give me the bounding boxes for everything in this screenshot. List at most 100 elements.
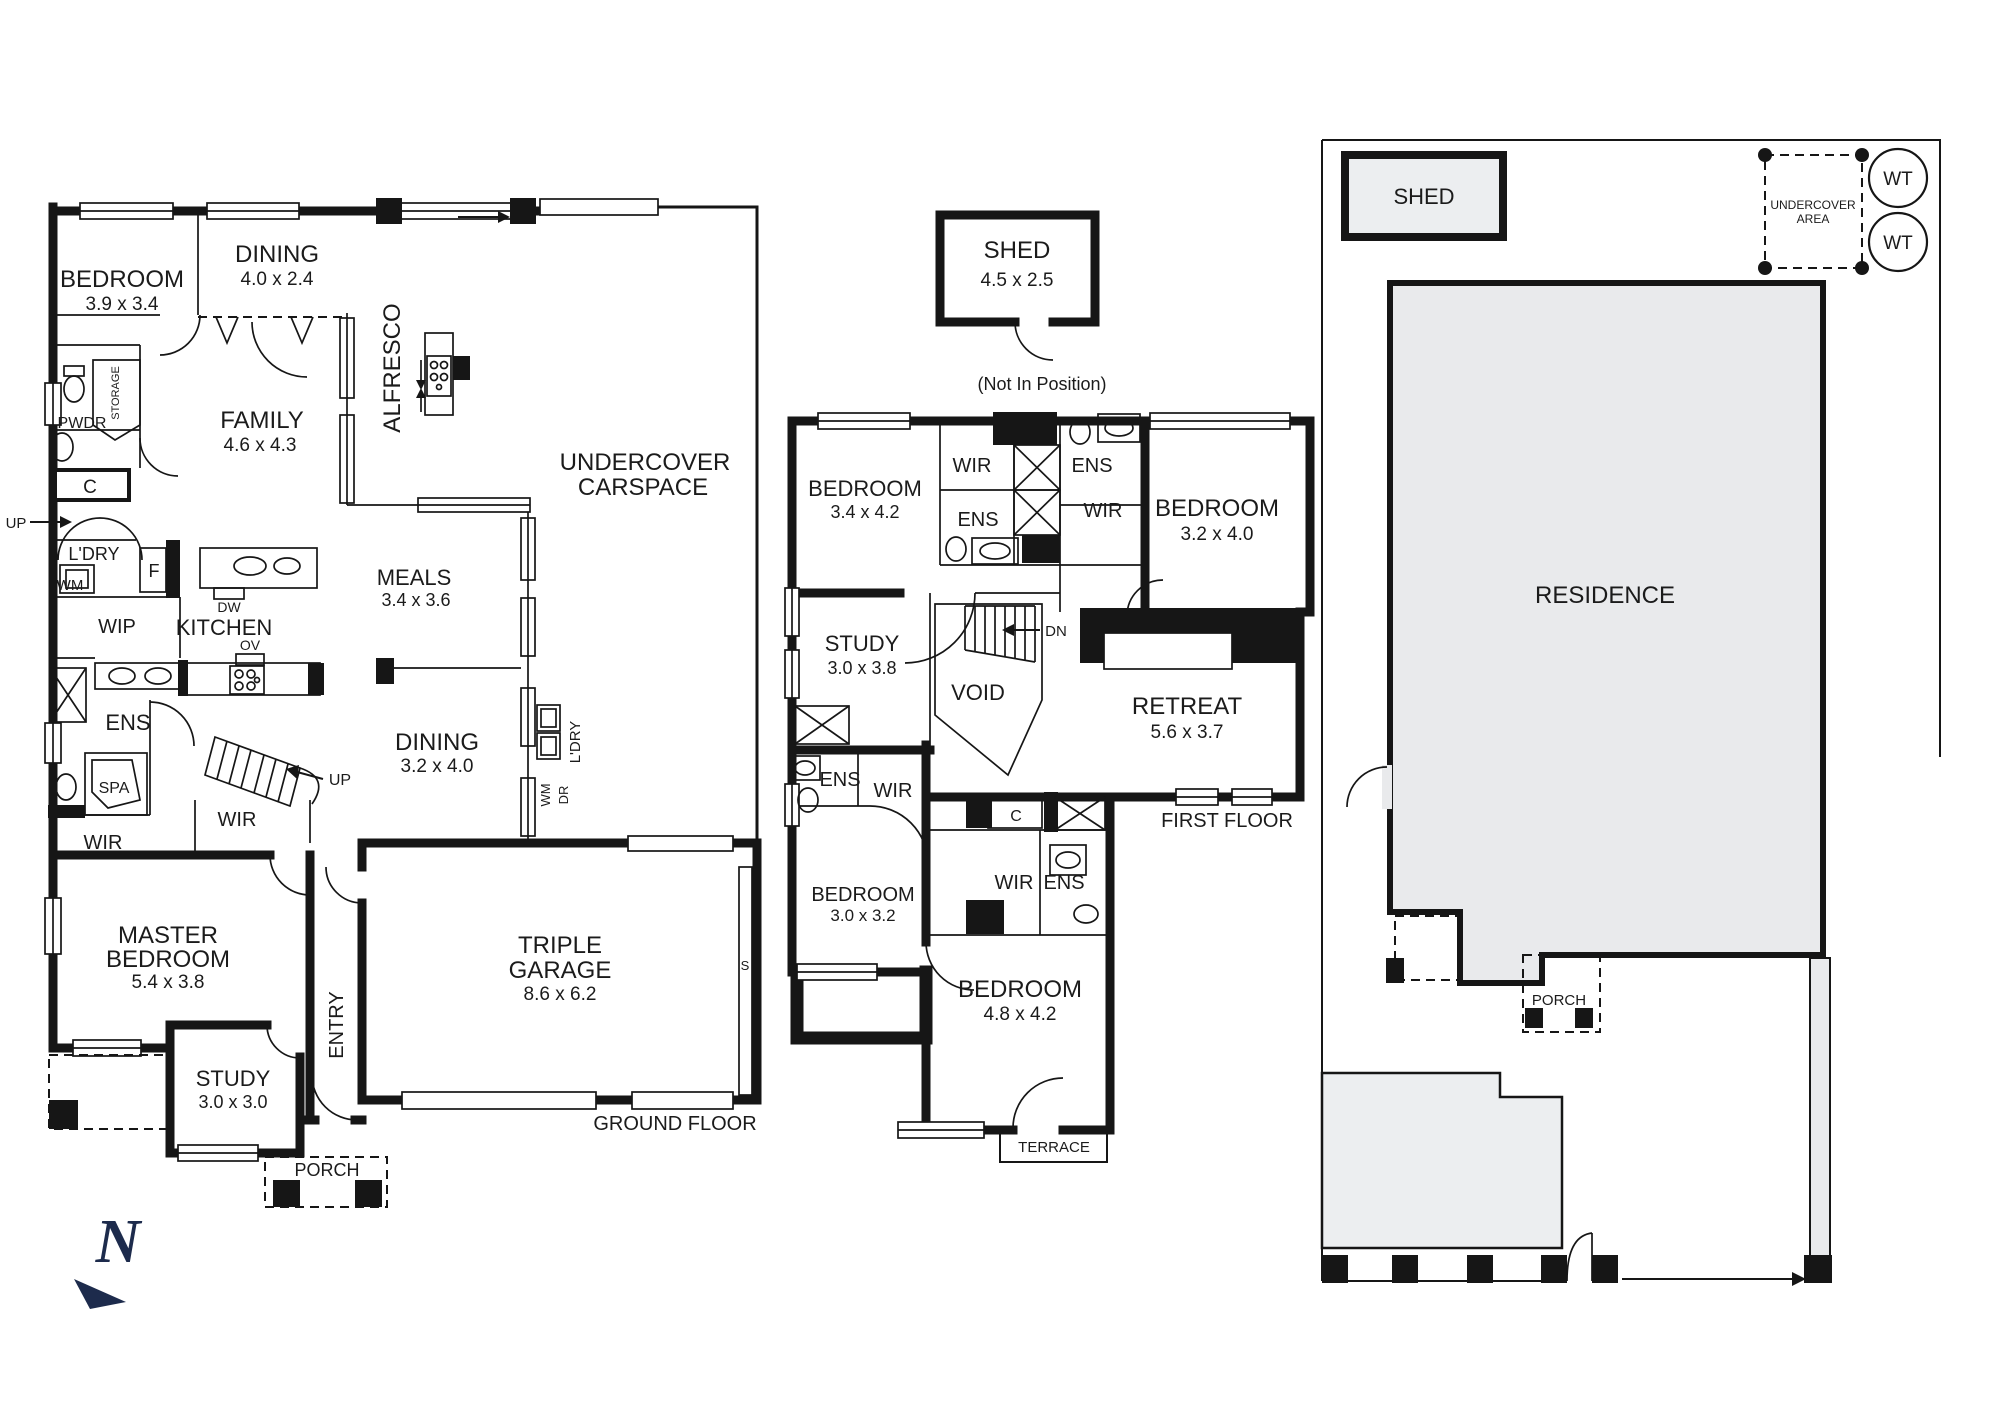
ff-fixtures: [789, 413, 1141, 924]
label-ff-cupboard: C: [1010, 808, 1022, 825]
room-label-porch: PORCH: [294, 1160, 359, 1180]
room-label-wir-hall: WIR: [218, 809, 257, 831]
room-label-wir-ens: WIR: [84, 832, 123, 854]
ff-doors: [869, 579, 1164, 1129]
room-label-void: VOID: [951, 680, 1005, 705]
ff-deck-walls: [790, 965, 933, 1045]
room-label-bedroom1: BEDROOM: [60, 266, 184, 293]
room-label-laundry: L'DRY: [68, 544, 119, 564]
site-porch: [1386, 915, 1601, 1033]
room-dims-garage: 8.6 x 6.2: [524, 984, 597, 1005]
gf-doors: [57, 314, 363, 1121]
room-label-ens-c: ENS: [819, 769, 860, 791]
room-label-meals: MEALS: [377, 565, 452, 590]
room-dims-bedroom-se: 4.8 x 4.2: [984, 1004, 1057, 1025]
ff-windows: [784, 412, 1291, 1139]
site-gate-door: [1566, 1232, 1593, 1282]
label-cupboard: C: [83, 477, 97, 498]
room-label-kitchen: KITCHEN: [176, 615, 273, 640]
site-label-undercover-2: AREA: [1797, 212, 1830, 226]
room-dims-dining-top: 4.0 x 2.4: [241, 269, 314, 290]
room-label-retreat: RETREAT: [1132, 693, 1243, 720]
room-label-dining-mid: DINING: [395, 729, 479, 756]
site-residence-door: [1346, 766, 1388, 808]
room-dims-family: 4.6 x 4.3: [224, 435, 297, 456]
room-dims-bedroom-nw: 3.4 x 4.2: [830, 502, 899, 522]
ground-floor-plan: BEDROOM 3.9 x 3.4 DINING 4.0 x 2.4 ALFRE…: [6, 198, 762, 1208]
room-label-wip: WIP: [98, 616, 136, 638]
room-dims-bedroom-sw: 3.0 x 3.2: [830, 906, 895, 925]
site-fence: [1322, 1232, 1832, 1286]
site-label-residence: RESIDENCE: [1535, 582, 1675, 609]
compass-needle-icon: [74, 1279, 126, 1309]
first-floor-title: FIRST FLOOR: [1161, 810, 1293, 832]
label-spa: SPA: [99, 780, 130, 797]
compass-north-icon: N: [74, 1208, 143, 1309]
room-label-study: STUDY: [196, 1066, 271, 1091]
gf-labels: BEDROOM 3.9 x 3.4 DINING 4.0 x 2.4 ALFRE…: [6, 241, 757, 1180]
room-dims-bedroom-ne: 3.2 x 4.0: [1181, 524, 1254, 545]
gf-arrows: [30, 211, 510, 780]
room-label-ff-study: STUDY: [825, 631, 900, 656]
room-label-master-1: MASTER: [118, 922, 218, 949]
site-labels: SHED UNDERCOVER AREA WT WT RESIDENCE POR…: [1393, 169, 1913, 1009]
site-path-strip: [1809, 957, 1831, 1258]
down-arrow-icon: [1002, 624, 1014, 636]
ground-floor-title: GROUND FLOOR: [593, 1113, 756, 1135]
up-arrow-icon: [60, 516, 72, 528]
label-up-hall: UP: [6, 515, 27, 532]
label-up-stairs: UP: [329, 772, 351, 789]
room-label-ens: ENS: [105, 710, 150, 735]
gf-pergola-dashed: [48, 1054, 170, 1130]
room-dims-study: 3.0 x 3.0: [198, 1092, 267, 1112]
label-wt2: WT: [1883, 233, 1913, 254]
room-dims-bedroom1: 3.9 x 3.4: [86, 294, 159, 315]
label-storage-s: S: [741, 958, 750, 973]
room-label-garage-1: TRIPLE: [518, 932, 602, 959]
water-tank-icon: [1867, 211, 1929, 273]
label-shed: SHED: [984, 237, 1051, 264]
gf-fixtures: [49, 332, 561, 816]
gf-posts: [48, 198, 536, 1207]
room-label-carspace-2: CARSPACE: [578, 474, 708, 501]
room-label-wir-b: WIR: [1084, 500, 1123, 522]
label-laundry2: L'DRY: [567, 721, 584, 764]
gf-windows: [44, 198, 753, 1162]
site-undercover-area: [1758, 147, 1929, 275]
room-label-wir-d: WIR: [995, 872, 1034, 894]
first-floor-plan: SHED 4.5 x 2.5 (Not In Position) BEDROOM…: [784, 210, 1315, 1163]
ff-shed-door: [1014, 321, 1054, 361]
room-label-entry: ENTRY: [326, 991, 348, 1058]
room-label-bedroom-se: BEDROOM: [958, 976, 1082, 1003]
room-label-bedroom-nw: BEDROOM: [808, 476, 922, 501]
gf-carspace-boundary: [658, 205, 759, 843]
site-label-undercover-1: UNDERCOVER: [1770, 198, 1856, 212]
label-wm2: WM: [538, 783, 553, 806]
gf-porch-dashed: [264, 1156, 388, 1208]
gf-opening-marks: [215, 316, 314, 346]
room-dims-retreat: 5.6 x 3.7: [1151, 722, 1224, 743]
site-shed: [1341, 151, 1507, 241]
note-shed: (Not In Position): [977, 374, 1106, 394]
ff-posts: [966, 412, 1300, 934]
site-label-porch: PORCH: [1532, 992, 1586, 1009]
room-label-alfresco: ALFRESCO: [379, 303, 406, 432]
room-label-bedroom-sw: BEDROOM: [811, 884, 914, 906]
site-label-shed: SHED: [1393, 184, 1454, 209]
slider-arrow-icon: [498, 211, 510, 223]
room-dims-ff-study: 3.0 x 3.8: [827, 658, 896, 678]
room-label-master-2: BEDROOM: [106, 946, 230, 973]
site-garage-footprint: [1320, 1071, 1564, 1250]
site-plan: SHED UNDERCOVER AREA WT WT RESIDENCE POR…: [1320, 139, 1941, 1286]
ff-stairs: [964, 605, 1040, 663]
site-residence: [1387, 280, 1826, 986]
label-fridge: F: [149, 561, 160, 581]
gf-stairs: [203, 735, 320, 808]
ff-shed-walls: [935, 210, 1100, 327]
gate-arrow-icon: [1792, 1272, 1806, 1286]
dims-shed: 4.5 x 2.5: [981, 270, 1054, 291]
site-door-gap: [1382, 765, 1392, 809]
ff-terrace-outline: [999, 1130, 1108, 1163]
